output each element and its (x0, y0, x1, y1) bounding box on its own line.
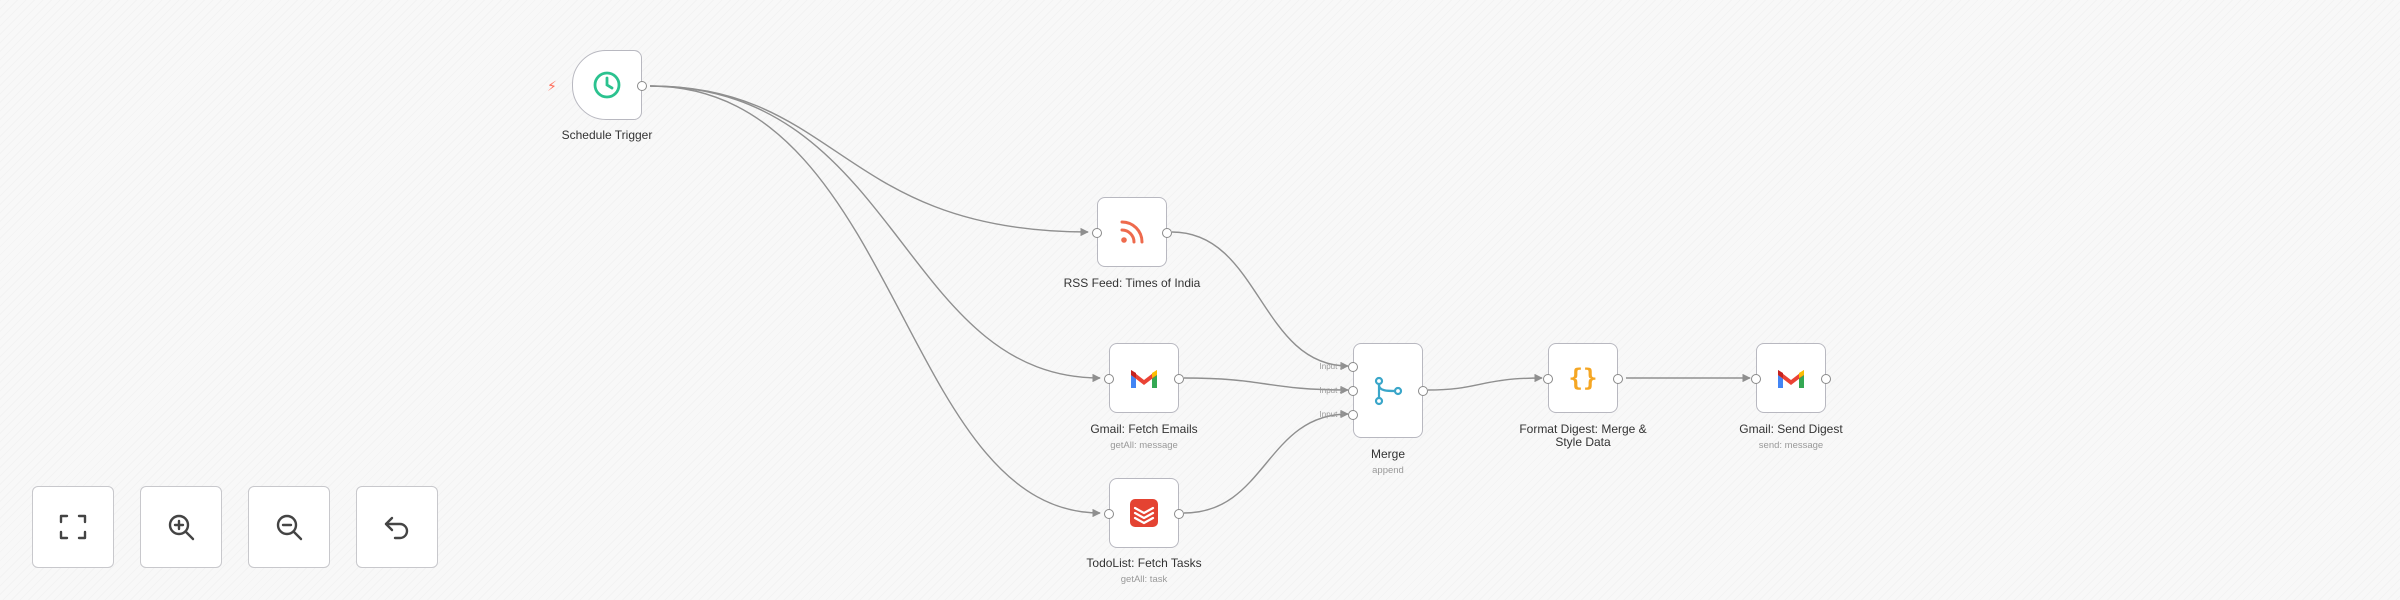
edge-schedule-to-rss (649, 85, 1089, 237)
node-gmail-fetch-emails-label: Gmail: Fetch Emails getAll: message (1059, 423, 1229, 452)
merge-input-2-handle[interactable] (1348, 386, 1358, 396)
node-title: TodoList: Fetch Tasks (1086, 556, 1202, 570)
rss-icon (1112, 212, 1152, 252)
node-schedule-trigger-label: Schedule Trigger (522, 129, 692, 142)
node-title: RSS Feed: Times of India (1063, 276, 1201, 290)
edge-rss-to-merge (1171, 231, 1349, 371)
zoom-out-icon (276, 514, 303, 541)
node-subtitle: send: message (1758, 440, 1824, 451)
node-todolist-fetch-tasks[interactable] (1104, 478, 1184, 548)
undo-icon (384, 516, 409, 540)
node-title: Schedule Trigger (561, 128, 653, 142)
zoom-in-button[interactable] (140, 486, 222, 568)
node-gmail-send-digest-label: Gmail: Send Digest send: message (1706, 423, 1876, 452)
input-handle[interactable] (1104, 374, 1114, 384)
merge-icon (1368, 371, 1408, 411)
svg-text:{}: {} (1569, 364, 1598, 392)
output-handle[interactable] (1821, 374, 1831, 384)
node-title: Format Digest: Merge & Style Data (1519, 422, 1647, 449)
node-todolist-fetch-tasks-label: TodoList: Fetch Tasks getAll: task (1059, 557, 1229, 586)
node-format-digest[interactable]: {} (1543, 343, 1623, 413)
clock-icon (587, 65, 627, 105)
input-handle[interactable] (1543, 374, 1553, 384)
node-title: Merge (1370, 447, 1405, 461)
output-handle[interactable] (637, 81, 647, 91)
output-handle[interactable] (1174, 509, 1184, 519)
gmail-icon (1124, 358, 1164, 398)
edge-schedule-to-todolist (649, 85, 1101, 518)
edge-merge-to-format (1427, 373, 1543, 391)
merge-input-1-handle[interactable] (1348, 362, 1358, 372)
node-merge-label: Merge append (1303, 448, 1473, 477)
canvas-controls (32, 486, 438, 568)
node-format-digest-label: Format Digest: Merge & Style Data (1498, 423, 1668, 449)
node-schedule-trigger[interactable] (572, 50, 647, 120)
zoom-in-icon (168, 514, 195, 541)
code-braces-icon: {} (1563, 358, 1603, 398)
output-handle[interactable] (1174, 374, 1184, 384)
node-title: Gmail: Fetch Emails (1090, 422, 1198, 436)
merge-input-3-handle[interactable] (1348, 410, 1358, 420)
merge-input-1-label: Input 1 (1319, 362, 1344, 371)
node-subtitle: append (1372, 465, 1404, 476)
node-subtitle: getAll: message (1110, 440, 1178, 451)
output-handle[interactable] (1613, 374, 1623, 384)
trigger-bolt-icon: ⚡︎ (547, 78, 557, 94)
undo-button[interactable] (356, 486, 438, 568)
zoom-out-button[interactable] (248, 486, 330, 568)
merge-input-2-label: Input 2 (1319, 386, 1344, 395)
todoist-icon (1124, 493, 1164, 533)
gmail-icon (1771, 358, 1811, 398)
output-handle[interactable] (1162, 228, 1172, 238)
node-merge[interactable] (1348, 343, 1428, 438)
input-handle[interactable] (1104, 509, 1114, 519)
node-title: Gmail: Send Digest (1739, 422, 1843, 436)
input-handle[interactable] (1092, 228, 1102, 238)
node-rss-feed-label: RSS Feed: Times of India (1047, 277, 1217, 290)
edge-schedule-to-gmail-fetch (649, 85, 1101, 383)
node-subtitle: getAll: task (1120, 574, 1168, 585)
node-rss-feed[interactable] (1092, 197, 1172, 267)
input-handle[interactable] (1751, 374, 1761, 384)
output-handle[interactable] (1418, 386, 1428, 396)
node-gmail-fetch-emails[interactable] (1104, 343, 1184, 413)
fit-view-icon (59, 514, 87, 540)
node-gmail-send-digest[interactable] (1751, 343, 1831, 413)
merge-input-3-label: Input 3 (1319, 410, 1344, 419)
fit-view-button[interactable] (32, 486, 114, 568)
